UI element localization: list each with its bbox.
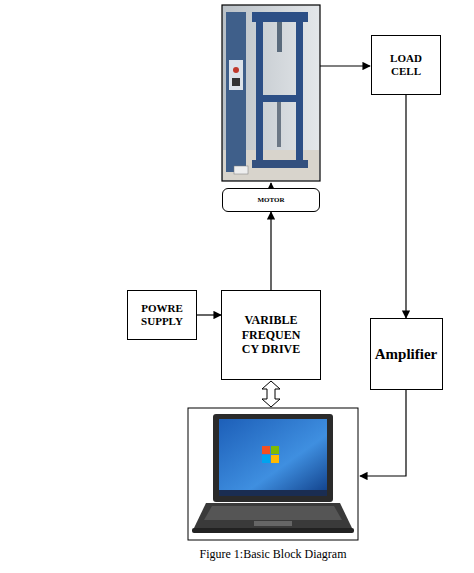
process-box: LOAD CELL [371, 35, 441, 95]
process-box: VARIBLE FREQUEN CY DRIVE [221, 290, 321, 380]
box-label: LOAD CELL [378, 52, 434, 78]
box-label: VARIBLE FREQUEN CY DRIVE [234, 313, 308, 356]
testing-machine-photo [222, 5, 320, 181]
laptop-picture [188, 408, 358, 540]
signal-arrow [405, 95, 406, 318]
signal-arrow [270, 212, 271, 290]
box-label: Amplifier [375, 345, 437, 363]
figure-caption: Figure 1:Basic Block Diagram [200, 547, 347, 562]
motor-box: MOTOR [222, 188, 320, 212]
box-label: POWRE SUPPLY [134, 302, 190, 328]
signal-arrow [197, 314, 221, 315]
box-label: MOTOR [257, 196, 284, 204]
process-box: POWRE SUPPLY [127, 290, 197, 340]
picture-wires [271, 66, 406, 476]
process-box: Amplifier [370, 318, 443, 390]
hollow-double-arrow [262, 381, 280, 407]
